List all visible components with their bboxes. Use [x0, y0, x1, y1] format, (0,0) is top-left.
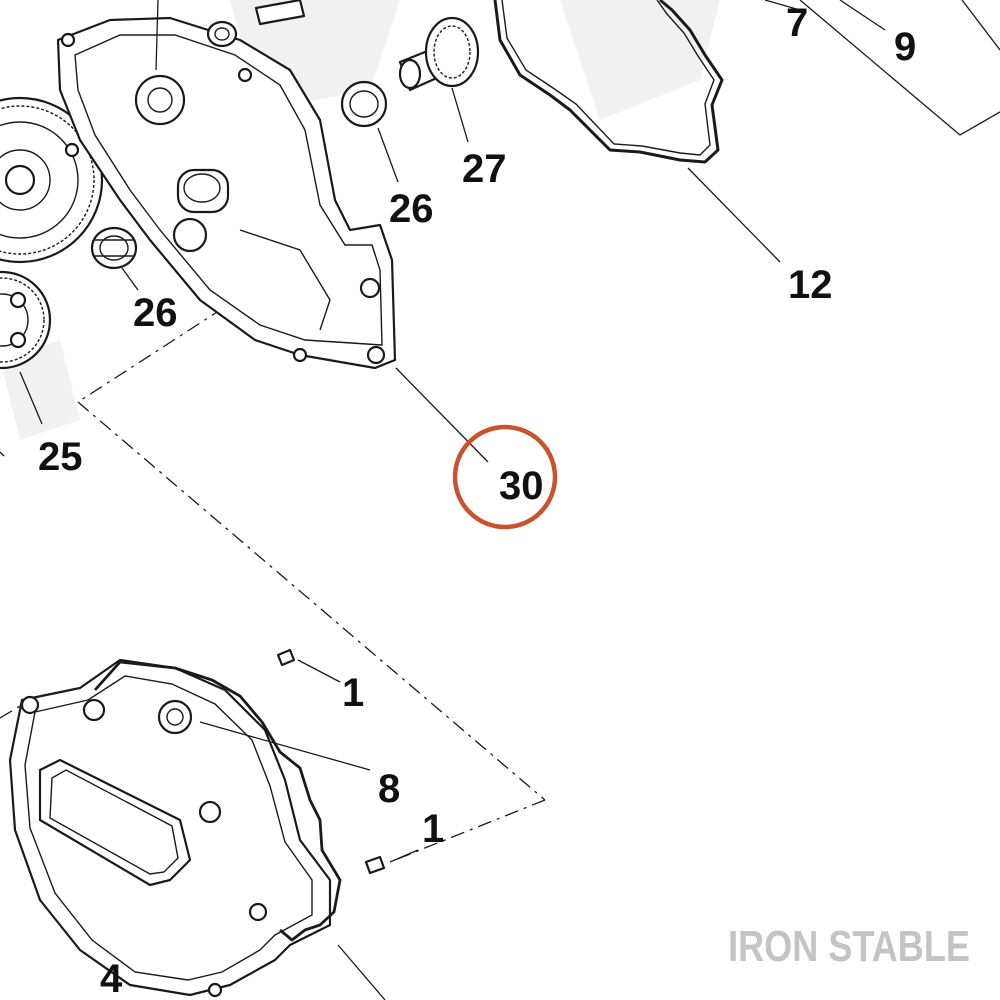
brand-watermark: IRON STABLE [728, 922, 970, 971]
callout-26-lower: 26 [133, 291, 178, 335]
large-gear-part [0, 96, 104, 264]
callout-30: 30 [499, 464, 544, 508]
splined-gear-shaft-part [398, 16, 480, 92]
top-seal-part [206, 20, 238, 48]
callout-25: 25 [38, 435, 83, 479]
callout-1-lower: 1 [422, 807, 444, 851]
inner-primary-housing [56, 16, 397, 370]
inner-cover-gasket [493, 0, 724, 164]
top-shaft-part [254, 0, 306, 26]
callout-7: 7 [786, 1, 808, 45]
outer-primary-cover [8, 658, 332, 998]
callout-12: 12 [788, 263, 833, 307]
needle-bearing-upper [340, 80, 388, 128]
small-gear-part [0, 270, 52, 370]
callout-highlight-ring [452, 424, 558, 530]
dowel-pin-lower [364, 855, 386, 875]
callout-labels: 7 9 12 27 26 26 25 30 1 8 1 4 [38, 1, 916, 1000]
callout-27: 27 [462, 147, 507, 191]
needle-bearing-left [90, 226, 138, 270]
callout-4: 4 [100, 957, 123, 1000]
callout-9: 9 [894, 25, 916, 69]
callout-8: 8 [378, 767, 400, 811]
callout-1-upper: 1 [342, 671, 364, 715]
dowel-pin-upper [276, 648, 296, 667]
outer-cover-gasket [93, 660, 342, 942]
callout-26-upper: 26 [389, 187, 434, 231]
